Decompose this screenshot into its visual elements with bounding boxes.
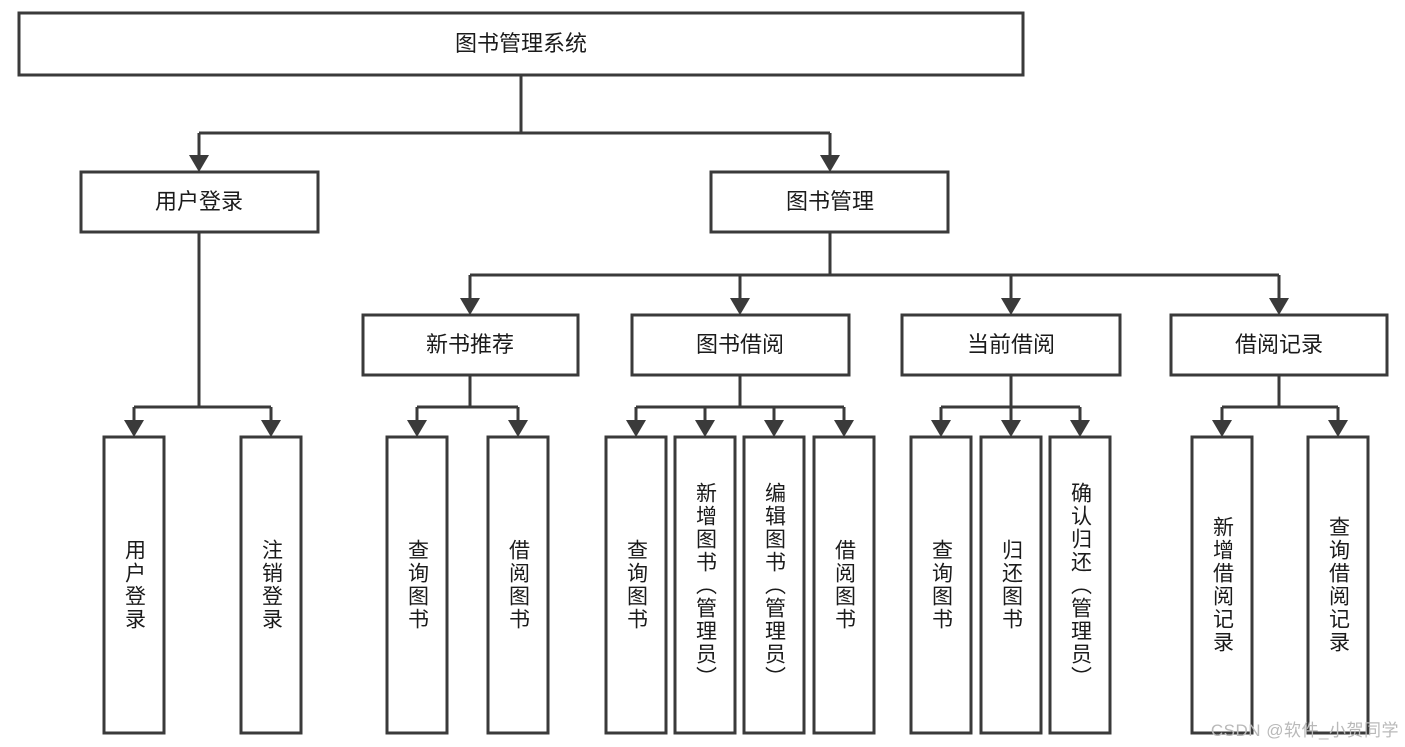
- connector-group-current: [931, 375, 1090, 437]
- node-leaf-7-box[interactable]: [742, 435, 806, 735]
- node-leaf-6-label: 新增图书（管理员）: [693, 481, 717, 689]
- node-borrow-label: 图书借阅: [696, 332, 784, 357]
- arrowhead-leaf-2: [261, 420, 281, 437]
- node-leaf-13-label: 查询借阅记录: [1326, 516, 1350, 654]
- arrowhead-login: [189, 155, 209, 172]
- arrowhead-leaf-7: [764, 420, 784, 437]
- csdn-watermark: CSDN @软件_小贺同学: [1210, 721, 1399, 740]
- node-leaf-3-label: 查询图书: [405, 539, 429, 631]
- node-login[interactable]: 用户登录: [79, 170, 320, 234]
- arrowhead-leaf-3: [407, 420, 427, 437]
- node-root[interactable]: 图书管理系统: [17, 11, 1025, 77]
- connector-group-root: [189, 75, 840, 172]
- node-borrow[interactable]: 图书借阅: [630, 313, 851, 377]
- node-records-label: 借阅记录: [1235, 332, 1323, 357]
- connector-group-records: [1212, 375, 1348, 437]
- arrowhead-newbook: [460, 298, 480, 315]
- node-leaf-4-label: 借阅图书: [506, 539, 530, 631]
- node-leaf-1-box[interactable]: [102, 435, 166, 735]
- node-leaf-9-label: 查询图书: [929, 539, 953, 631]
- node-leaf-10-label: 归还图书: [999, 539, 1023, 631]
- arrowhead-records: [1269, 298, 1289, 315]
- node-current[interactable]: 当前借阅: [900, 313, 1122, 377]
- node-login-box[interactable]: [79, 170, 320, 234]
- node-current-box[interactable]: [900, 313, 1122, 377]
- leaf-boxes: [102, 435, 1370, 735]
- node-bookmgmt[interactable]: 图书管理: [709, 170, 950, 234]
- node-leaf-4-box[interactable]: [486, 435, 550, 735]
- node-leaf-11-box[interactable]: [1048, 435, 1112, 735]
- node-leaf-13-box[interactable]: [1306, 435, 1370, 735]
- node-leaf-5-box[interactable]: [604, 435, 668, 735]
- connector-group-login: [124, 232, 281, 437]
- node-newbook-label: 新书推荐: [426, 332, 514, 357]
- node-newbook-box[interactable]: [361, 313, 580, 377]
- node-leaf-12-label: 新增借阅记录: [1210, 516, 1234, 654]
- arrowhead-leaf-8: [834, 420, 854, 437]
- node-newbook[interactable]: 新书推荐: [361, 313, 580, 377]
- node-leaf-2-label: 注销登录: [259, 539, 283, 631]
- arrowhead-borrow: [730, 298, 750, 315]
- node-records[interactable]: 借阅记录: [1169, 313, 1389, 377]
- arrowhead-leaf-10: [1001, 420, 1021, 437]
- connector-group-bookmgmt: [460, 232, 1289, 315]
- node-leaf-7-label: 编辑图书（管理员）: [762, 481, 786, 689]
- node-leaf-8-label: 借阅图书: [832, 539, 856, 631]
- node-borrow-box[interactable]: [630, 313, 851, 377]
- node-bookmgmt-label: 图书管理: [786, 189, 874, 214]
- node-leaf-9-box[interactable]: [909, 435, 973, 735]
- node-leaf-10-box[interactable]: [979, 435, 1043, 735]
- arrowhead-leaf-9: [931, 420, 951, 437]
- node-login-label: 用户登录: [155, 189, 243, 214]
- connector-group-newbook: [407, 375, 528, 437]
- arrowhead-leaf-1: [124, 420, 144, 437]
- node-root-label: 图书管理系统: [455, 31, 587, 56]
- arrowhead-leaf-11: [1070, 420, 1090, 437]
- node-root-box[interactable]: [17, 11, 1025, 77]
- arrowhead-bookmgmt: [820, 155, 840, 172]
- arrowhead-leaf-4: [508, 420, 528, 437]
- node-current-label: 当前借阅: [967, 332, 1055, 357]
- node-leaf-11-label: 确认归还（管理员）: [1068, 481, 1092, 689]
- arrowhead-current: [1001, 298, 1021, 315]
- arrowhead-leaf-12: [1212, 420, 1232, 437]
- node-leaf-6-box[interactable]: [673, 435, 737, 735]
- arrowhead-leaf-13: [1328, 420, 1348, 437]
- node-leaf-3-box[interactable]: [385, 435, 449, 735]
- connector-group-borrow: [626, 375, 854, 437]
- node-bookmgmt-box[interactable]: [709, 170, 950, 234]
- node-leaf-8-box[interactable]: [812, 435, 876, 735]
- arrowhead-leaf-5: [626, 420, 646, 437]
- node-records-box[interactable]: [1169, 313, 1389, 377]
- node-leaf-5-label: 查询图书: [624, 539, 648, 631]
- node-leaf-1-label: 用户登录: [122, 539, 146, 631]
- node-leaf-12-box[interactable]: [1190, 435, 1254, 735]
- arrowhead-leaf-6: [695, 420, 715, 437]
- node-leaf-2-box[interactable]: [239, 435, 303, 735]
